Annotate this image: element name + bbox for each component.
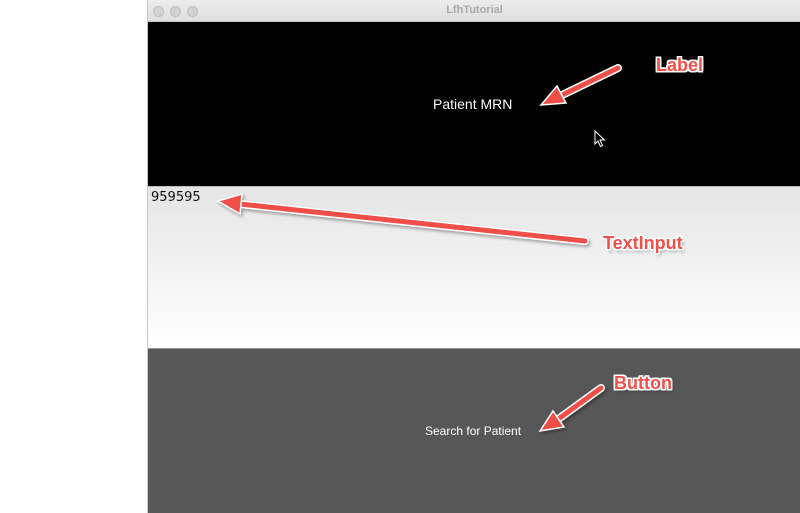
patient-mrn-label: Patient MRN: [433, 96, 513, 112]
title-bar[interactable]: LfhTutorial: [148, 0, 800, 22]
annotation-textinput-text: TextInput: [603, 233, 683, 253]
close-window-button[interactable]: [153, 6, 164, 17]
search-for-patient-button-label: Search for Patient: [425, 424, 522, 438]
maximize-window-button[interactable]: [187, 6, 198, 17]
minimize-window-button[interactable]: [170, 6, 181, 17]
annotation-label-text: Label: [656, 55, 704, 75]
mouse-pointer-icon: [594, 130, 606, 148]
window-title: LfhTutorial: [446, 4, 503, 16]
search-for-patient-button[interactable]: Search for Patient: [148, 349, 800, 513]
app-window: LfhTutorial Patient MRN 959595 Search fo…: [147, 0, 800, 513]
patient-mrn-label-area: Patient MRN: [148, 22, 800, 186]
patient-mrn-input-value[interactable]: 959595: [151, 190, 201, 205]
annotation-button-text: Button: [614, 373, 672, 393]
patient-mrn-input[interactable]: 959595: [148, 186, 800, 349]
